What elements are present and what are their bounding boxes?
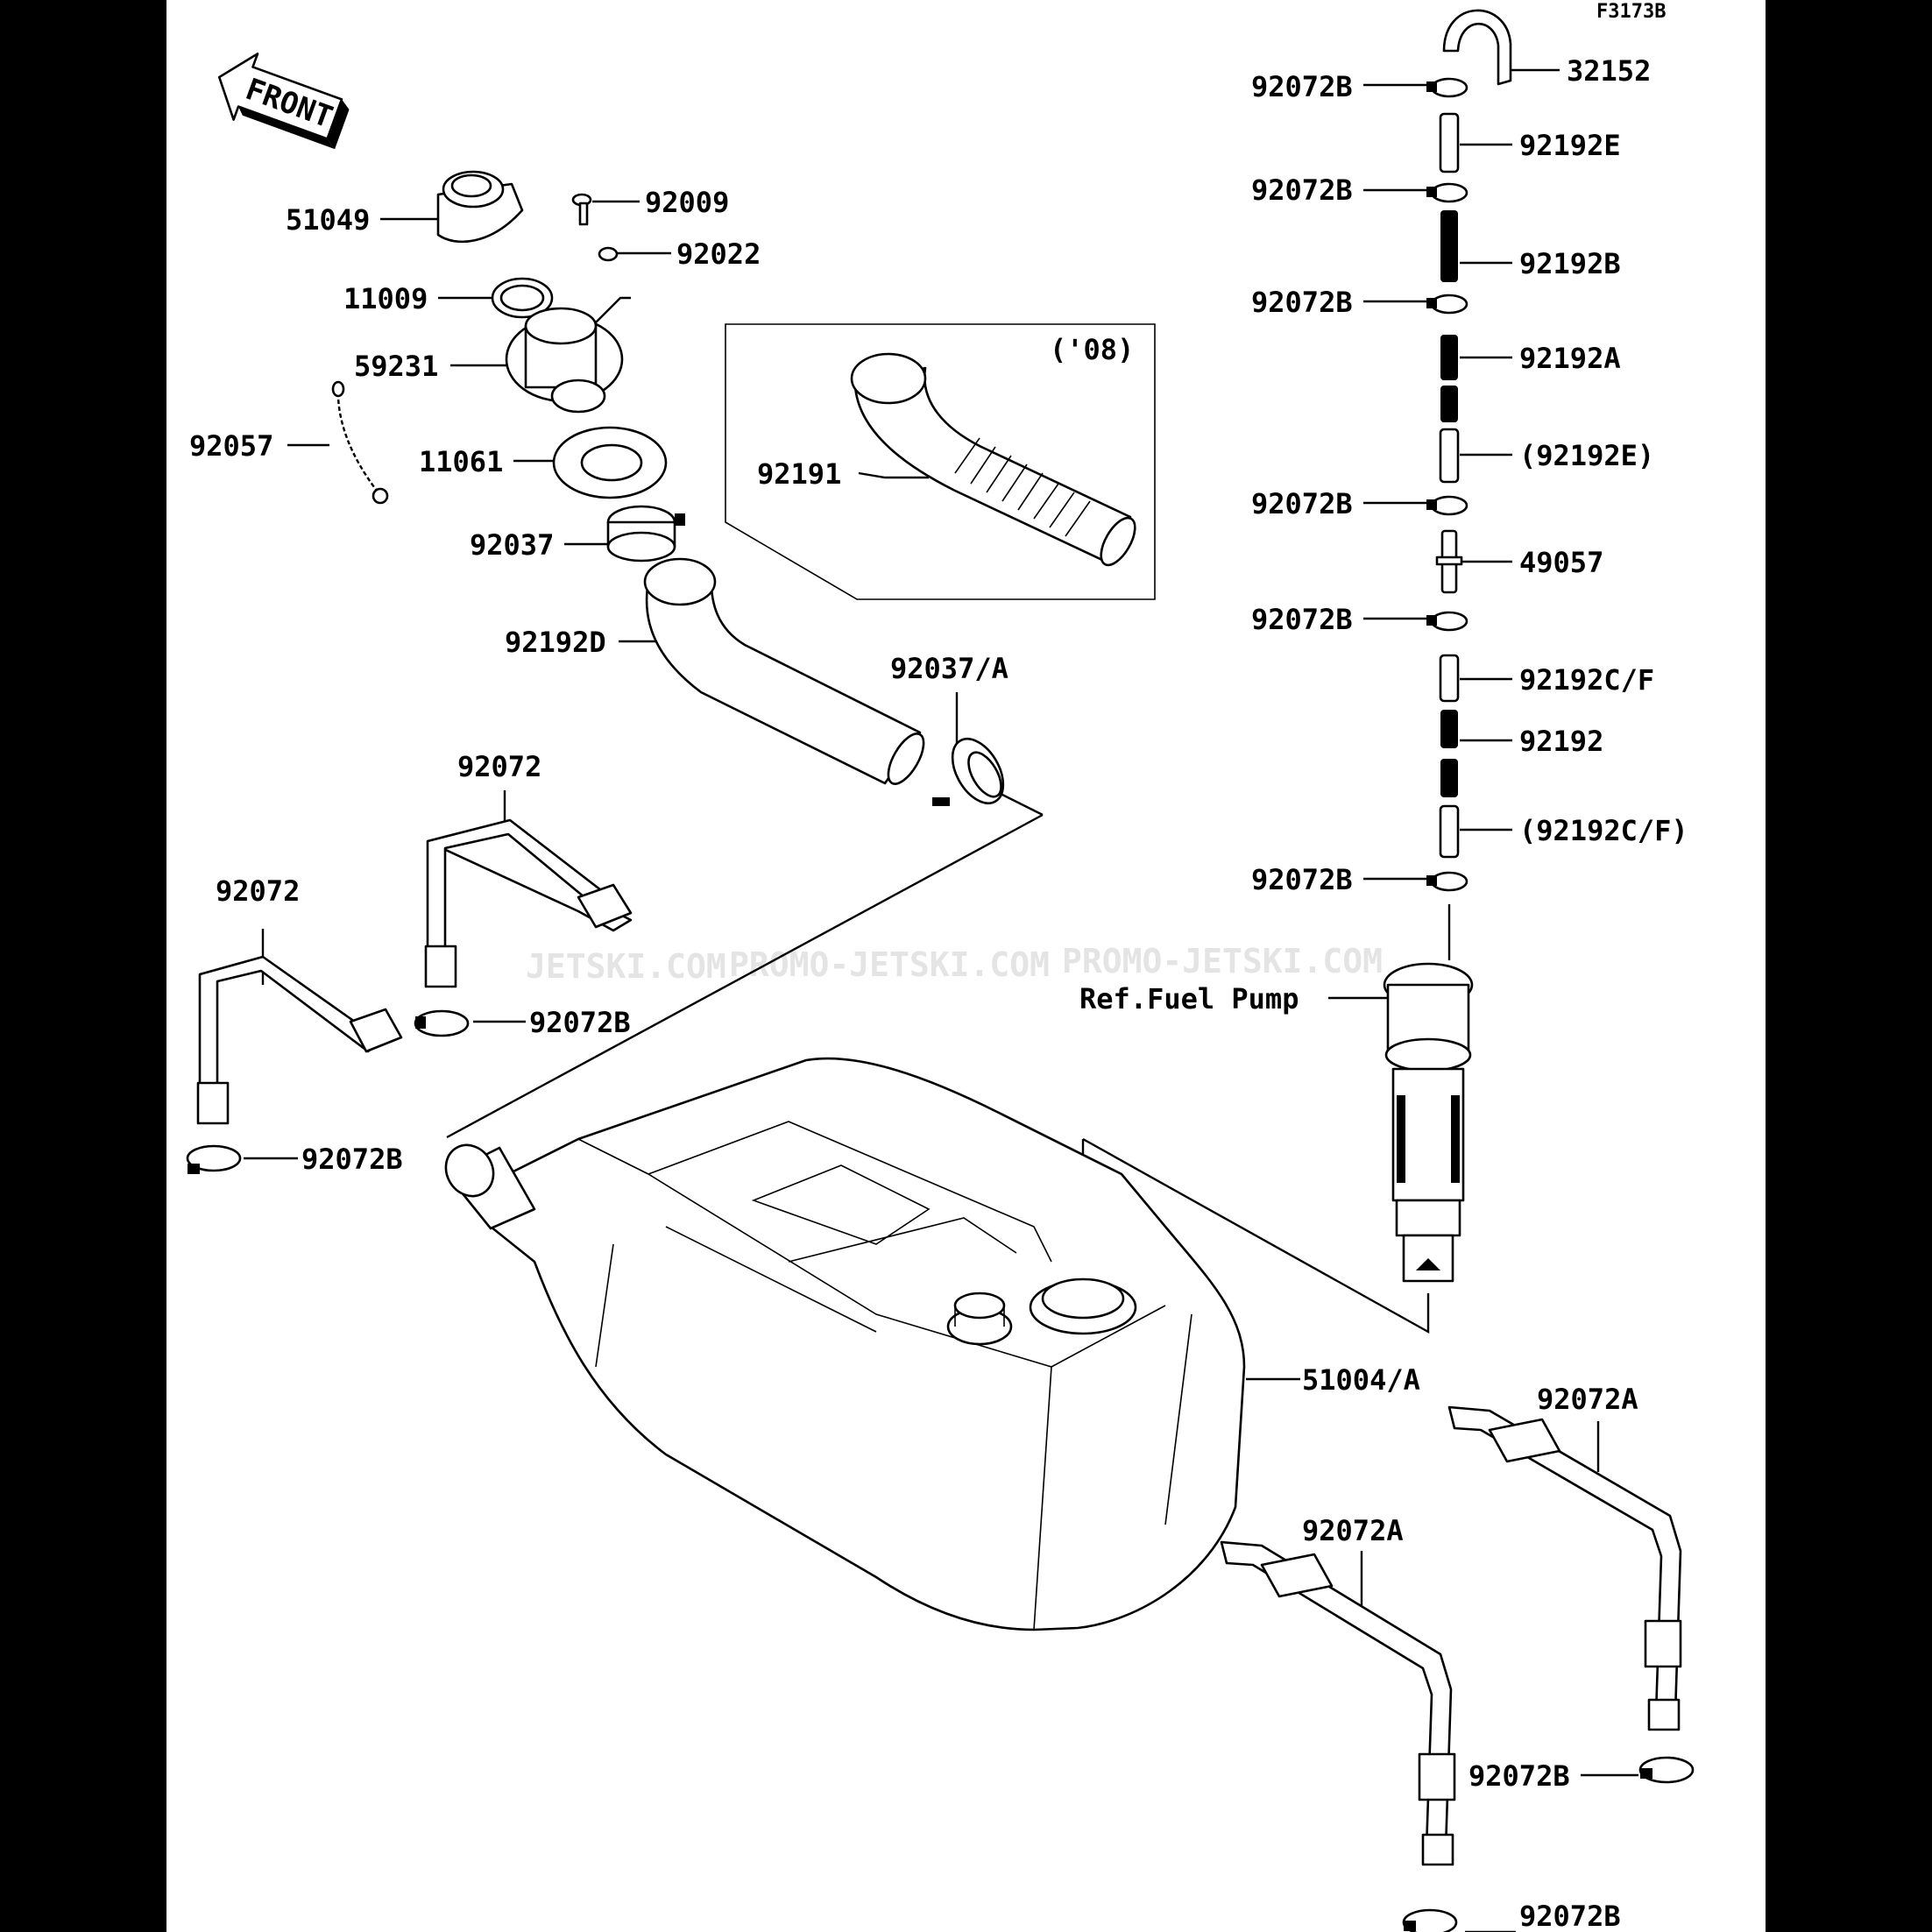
callout-92192c-f-ref: (92192C/F) — [1519, 814, 1688, 847]
callout-92072b-5: 92072B — [1251, 603, 1353, 636]
callout-92072b-8: 92072B — [301, 1143, 403, 1176]
strap-92072-upper — [424, 818, 633, 988]
callout-92072b-10: 92072B — [1519, 1900, 1621, 1932]
callout-92192a: 92192A — [1519, 342, 1621, 375]
leader-lines — [244, 68, 1638, 1932]
inset-box-08: ('08) — [725, 323, 1156, 600]
callout-ref-fuel-pump: Ref.Fuel Pump — [1079, 982, 1299, 1016]
callout-92037-a: 92037/A — [890, 652, 1008, 685]
callout-51049: 51049 — [286, 203, 370, 237]
strap-92072-lower — [196, 955, 403, 1125]
callout-92072b-4: 92072B — [1251, 487, 1353, 520]
gasket-11009 — [491, 277, 554, 319]
callout-92192c-f: 92192C/F — [1519, 663, 1654, 697]
watermarks: JETSKI.COM PROMO-JETSKI.COM PROMO-JETSKI… — [526, 942, 1383, 986]
watermark-2: PROMO-JETSKI.COM — [729, 945, 1050, 984]
filler-cap-parts — [331, 170, 685, 563]
hose-92192-upper — [1440, 710, 1458, 748]
hose-92192e — [1439, 112, 1460, 173]
callout-11009: 11009 — [343, 282, 428, 315]
hose-92192c-f-ref — [1439, 804, 1460, 859]
strap-92072a-upper — [1447, 1405, 1682, 1731]
clamp-92072b-8 — [186, 1144, 242, 1174]
tank-pump-opening — [1029, 1277, 1137, 1335]
front-arrow: FRONT — [217, 53, 350, 150]
hose-92192a-lower — [1440, 386, 1458, 422]
callout-labels: 32152 92072B 92192E 92072B 92192B 92072B… — [189, 54, 1688, 1932]
callout-92192e-ref: (92192E) — [1519, 439, 1654, 472]
filler-neck-59231 — [505, 307, 624, 414]
filler-hose-92192d — [643, 557, 925, 785]
hose-92192b — [1440, 210, 1458, 282]
callout-92072a-2: 92072A — [1302, 1514, 1404, 1547]
watermark-1: JETSKI.COM — [526, 947, 726, 986]
clamp-92072b-3 — [1426, 294, 1468, 315]
cap-51049 — [436, 170, 524, 244]
clamp-92072b-2 — [1426, 182, 1468, 203]
callout-92009: 92009 — [645, 186, 729, 219]
callout-11061: 11061 — [419, 445, 503, 478]
clamp-92037-a — [932, 738, 1005, 806]
washer-92022 — [598, 246, 619, 262]
clamp-92072b-10 — [1402, 1908, 1458, 1932]
callout-92072b-1: 92072B — [1251, 70, 1353, 103]
callout-92057: 92057 — [189, 429, 273, 463]
callout-92192e: 92192E — [1519, 129, 1621, 162]
clamp-92072b-4 — [1426, 495, 1468, 516]
strap-92072a-lower — [1220, 1540, 1456, 1866]
clamp-92072b-1 — [1426, 77, 1468, 98]
callout-92072a-1: 92072A — [1537, 1383, 1638, 1416]
joint-49057 — [1435, 529, 1463, 594]
callout-32152: 32152 — [1567, 54, 1651, 88]
clamp-92037 — [606, 505, 685, 563]
callout-92192b: 92192B — [1519, 247, 1621, 280]
callout-92072b-2: 92072B — [1251, 173, 1353, 207]
callout-92072b-9: 92072B — [1468, 1759, 1570, 1793]
callout-51004-a: 51004/A — [1302, 1363, 1420, 1397]
gasket-11061 — [552, 426, 668, 499]
hose-92192-lower — [1440, 759, 1458, 797]
inset-note: ('08) — [1050, 333, 1134, 366]
callout-92072b-7: 92072B — [529, 1006, 631, 1039]
breather-hose-assembly — [1426, 9, 1512, 892]
fuel-pump — [1383, 904, 1474, 1283]
callout-92022: 92022 — [676, 237, 761, 271]
bellows-ribs — [954, 437, 1091, 537]
callout-59231: 59231 — [354, 350, 438, 383]
callout-92072-1: 92072 — [457, 750, 541, 783]
callout-92072-2: 92072 — [216, 874, 300, 908]
tank-neck — [444, 1143, 536, 1230]
clamp-92072b-5 — [1426, 611, 1468, 632]
hose-92192e-ref — [1439, 428, 1460, 484]
callout-92037: 92037 — [470, 528, 554, 562]
callout-92192d: 92192D — [505, 626, 606, 659]
clamp-92072b-9 — [1638, 1756, 1695, 1784]
callout-92072b-3: 92072B — [1251, 286, 1353, 319]
callout-92072b-6: 92072B — [1251, 863, 1353, 896]
callout-92192: 92192 — [1519, 725, 1603, 758]
hose-92192c-f — [1439, 654, 1460, 703]
callout-49057: 49057 — [1519, 546, 1603, 579]
fuel-tank-51004-a — [444, 1057, 1246, 1631]
bent-tube-32152 — [1442, 9, 1512, 86]
tank-small-port — [946, 1292, 1013, 1346]
clamp-92072b-6 — [1426, 871, 1468, 892]
bolt-92009 — [571, 193, 592, 226]
clamp-92072b-7 — [414, 1009, 470, 1037]
watermark-3: PROMO-JETSKI.COM — [1062, 942, 1383, 980]
hose-92192a-upper — [1440, 335, 1458, 380]
diagram-code: F3173B — [1596, 1, 1666, 23]
callout-92191: 92191 — [757, 457, 841, 491]
strap-92057 — [336, 385, 378, 492]
